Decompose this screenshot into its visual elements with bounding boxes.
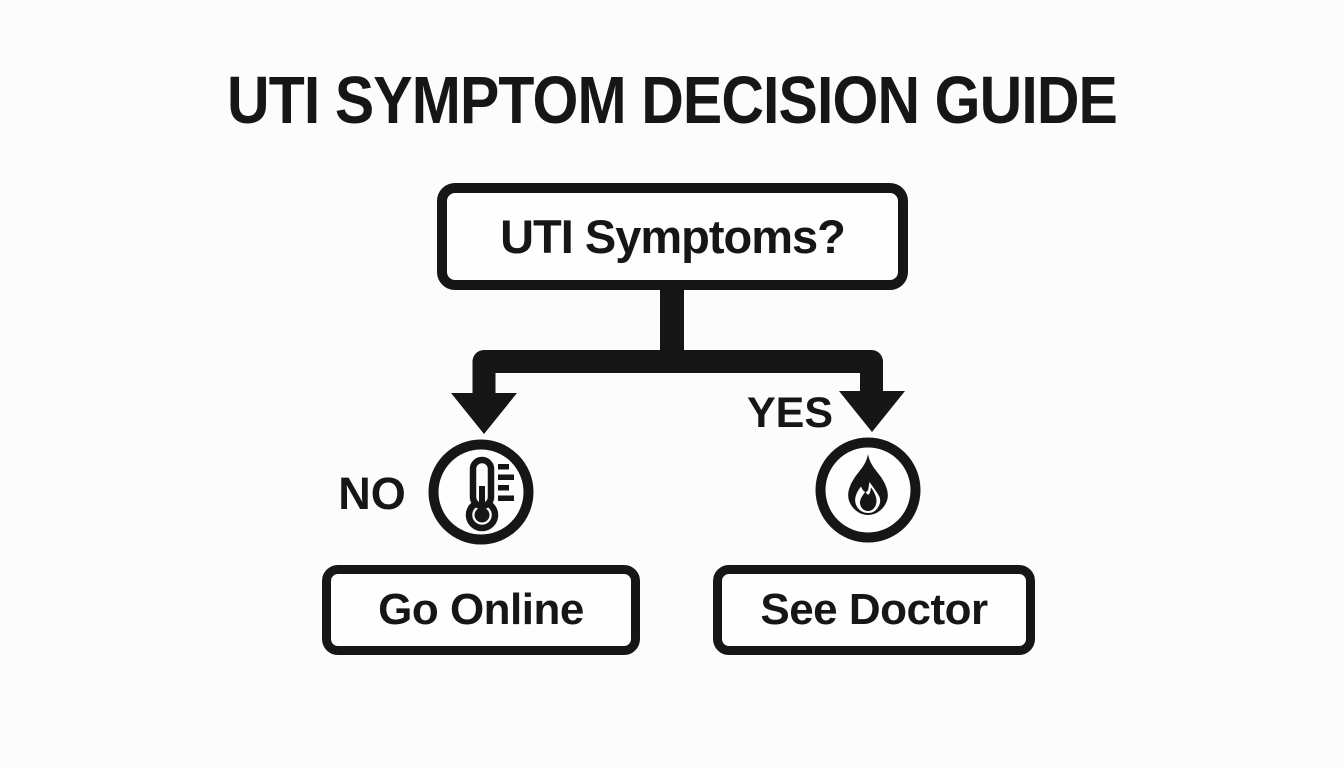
flame-icon [815,437,921,543]
thermometer-scale-ticks [498,464,514,501]
yes-branch-arrowhead-icon [839,391,905,432]
page-title: UTI SYMPTOM DECISION GUIDE [226,63,1118,138]
decision-node-uti-symptoms: UTI Symptoms? [437,183,908,290]
no-branch-arrowhead-icon [451,393,517,434]
outcome-node-go-online: Go Online [322,565,640,655]
yes-branch-label: YES [746,389,834,437]
branch-line [472,350,883,399]
decision-node-label: UTI Symptoms? [500,210,846,263]
thermometer-mercury-line [479,486,485,514]
outcome-node-see-doctor: See Doctor [713,565,1035,655]
flame-inner-drop [859,487,877,511]
thermometer-icon [428,439,534,545]
outcome-node-go-online-label: Go Online [378,585,584,634]
no-branch-label: NO [338,468,406,519]
outcome-node-see-doctor-label: See Doctor [760,585,988,634]
thermometer-bulb-fill [474,507,490,523]
